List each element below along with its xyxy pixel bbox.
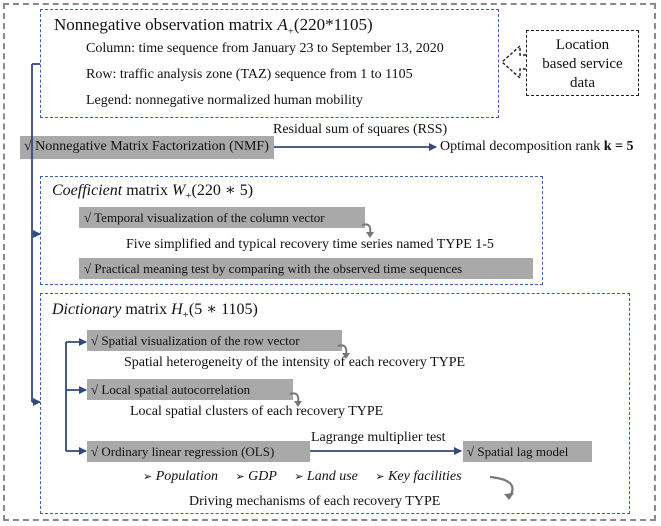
ols-bar bbox=[87, 441, 310, 462]
driving-mechanisms-text: Driving mechanisms of each recovery TYPE bbox=[189, 494, 441, 509]
hook-arrowhead-autocorrelation bbox=[294, 401, 302, 407]
temporal-visualization-note: Five simplified and typical recovery tim… bbox=[126, 237, 494, 252]
factor-land-use: Land use bbox=[306, 469, 358, 484]
practical-meaning-bar bbox=[79, 258, 533, 279]
observation-matrix-title: Nonnegative observation matrix A+(220*11… bbox=[54, 15, 373, 37]
practical-meaning-label: √ Practical meaning test by comparing wi… bbox=[84, 261, 463, 276]
dictionary-title-rest: matrix bbox=[121, 301, 168, 318]
observation-title-text: Nonnegative observation matrix bbox=[54, 15, 274, 34]
local-autocorrelation-bar bbox=[87, 379, 293, 400]
optimal-rank-text: Optimal decomposition rank bbox=[440, 139, 601, 154]
observation-matrix-box bbox=[40, 9, 499, 118]
lbs-line-1: Location bbox=[555, 37, 610, 53]
coefficient-title-rest: matrix bbox=[122, 182, 168, 199]
hook-arrowhead-temporal bbox=[366, 232, 374, 238]
observation-column-text: Column: time sequence from January 23 to… bbox=[86, 41, 444, 56]
factor-key-facilities: Key facilities bbox=[388, 469, 462, 484]
factor-bullet-4: ➢ bbox=[375, 471, 385, 483]
spatial-visualization-note: Spatial heterogeneity of the intensity o… bbox=[124, 355, 466, 370]
spatial-lag-bar bbox=[463, 441, 592, 462]
observation-dims: (220*1105) bbox=[293, 15, 373, 34]
outer-frame bbox=[3, 3, 656, 521]
factor-bullet-3: ➢ bbox=[294, 471, 304, 483]
dictionary-title-italic: Dictionary bbox=[52, 301, 122, 318]
factor-population: Population bbox=[155, 469, 218, 484]
hook-arrow-driving bbox=[489, 475, 514, 497]
hook-arrowhead-driving bbox=[504, 493, 514, 500]
optimal-rank-label: Optimal decomposition rank k = 5 bbox=[440, 139, 633, 155]
temporal-visualization-bar bbox=[79, 207, 365, 228]
observation-symbol: A bbox=[277, 15, 288, 34]
rss-label: Residual sum of squares (RSS) bbox=[273, 122, 448, 137]
factor-bullet-1: ➢ bbox=[143, 471, 153, 483]
nmf-bar bbox=[20, 136, 274, 159]
coefficient-dims: (220 ∗ 5) bbox=[191, 182, 254, 199]
factor-bullet-2: ➢ bbox=[235, 471, 245, 483]
ols-label: √ Ordinary linear regression (OLS) bbox=[91, 444, 275, 459]
dictionary-matrix-title: Dictionary matrix H+(5 ∗ 1105) bbox=[52, 299, 258, 321]
observation-row-text: Row: traffic analysis zone (TAZ) sequenc… bbox=[86, 67, 413, 82]
temporal-visualization-label: √ Temporal visualization of the column v… bbox=[84, 210, 325, 225]
spatial-lag-label: √ Spatial lag model bbox=[467, 444, 569, 459]
local-autocorrelation-note: Local spatial clusters of each recovery … bbox=[130, 404, 384, 419]
spatial-visualization-label: √ Spatial visualization of the row vecto… bbox=[91, 333, 300, 348]
dictionary-dims: (5 ∗ 1105) bbox=[188, 301, 258, 318]
hook-arrowhead-spatial bbox=[342, 353, 350, 359]
factor-gdp: GDP bbox=[248, 469, 277, 484]
coefficient-title-italic: Coefficient bbox=[52, 182, 123, 199]
observation-subscript: + bbox=[287, 25, 294, 38]
lbs-line-3: data bbox=[570, 75, 595, 91]
nmf-label: √ Nonnegative Matrix Factorization (NMF) bbox=[24, 139, 269, 154]
local-autocorrelation-label: √ Local spatial autocorrelation bbox=[91, 382, 251, 397]
coefficient-subscript: + bbox=[185, 190, 192, 203]
dictionary-symbol: H bbox=[171, 301, 183, 318]
spatial-visualization-bar bbox=[87, 330, 342, 351]
coefficient-matrix-title: Coefficient matrix W+(220 ∗ 5) bbox=[52, 180, 253, 202]
observation-legend-text: Legend: nonnegative normalized human mob… bbox=[86, 93, 363, 108]
lbs-to-observation-arrow bbox=[500, 44, 526, 80]
lagrange-multiplier-label: Lagrange multiplier test bbox=[311, 430, 446, 445]
dictionary-subscript: + bbox=[182, 309, 189, 322]
optimal-rank-value: k = 5 bbox=[603, 139, 634, 154]
lbs-line-2: based service bbox=[542, 56, 623, 72]
factor-list: ➢ Population ➢ GDP ➢ Land use ➢ Key faci… bbox=[143, 469, 462, 485]
coefficient-symbol: W bbox=[171, 182, 186, 199]
location-based-service-box: Location based service data bbox=[526, 30, 639, 96]
